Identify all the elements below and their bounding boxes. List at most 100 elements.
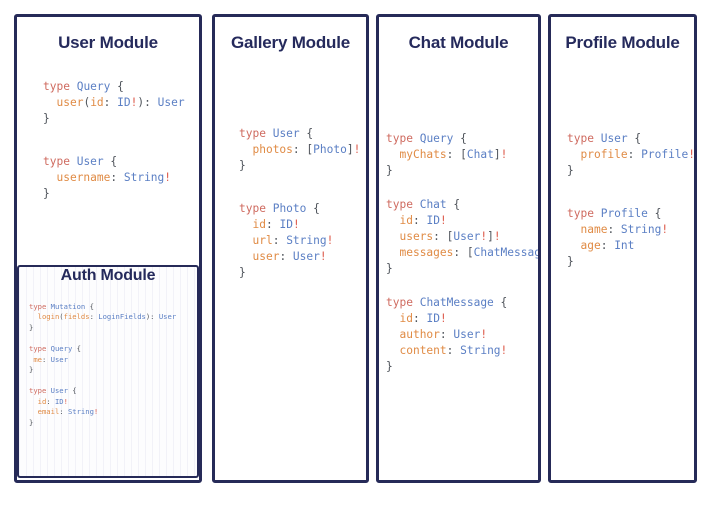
token-bang: !: [164, 170, 172, 184]
code-line: email: String!: [29, 407, 197, 417]
token-type: User: [158, 312, 177, 322]
token-bang: !: [688, 148, 696, 162]
code-line: }: [239, 158, 366, 174]
token-field: url: [252, 234, 273, 248]
code-line: messages: [ChatMessage]!: [386, 245, 538, 261]
token-punc: (: [83, 96, 91, 110]
token-kw: type: [239, 201, 266, 215]
token-punc: :: [279, 250, 293, 264]
token-punc: :: [412, 213, 427, 227]
token-punc: {: [299, 127, 314, 140]
code-line: }: [567, 254, 694, 270]
token-punc: [567, 223, 580, 236]
token-punc: [386, 246, 399, 259]
token-field: content: [399, 344, 447, 358]
code-line: id: ID!: [386, 213, 538, 229]
panel-gallery-module[interactable]: Gallery Module type User { photos: [Phot…: [212, 14, 369, 483]
token-punc: [239, 218, 252, 231]
token-bang: !: [480, 328, 488, 342]
token-type: ID: [426, 311, 440, 325]
token-bang: !: [500, 344, 508, 358]
code-line: }: [29, 418, 197, 428]
code-line: username: String!: [43, 170, 199, 186]
token-type: User: [600, 132, 628, 145]
token-punc: ):: [145, 312, 159, 322]
token-punc: :: [265, 217, 280, 231]
token-punc: [594, 132, 601, 145]
token-punc: {: [647, 206, 662, 220]
token-field: name: [580, 222, 608, 236]
token-field: age: [580, 239, 601, 253]
token-type: Photo: [313, 143, 347, 157]
code-line: }: [43, 186, 199, 202]
graphql-type-block: type Profile { name: String! age: Int}: [567, 206, 694, 271]
panel-title-chat-module: Chat Module: [408, 33, 509, 52]
graphql-type-block: type Chat { id: ID! users: [User!]! mess…: [386, 197, 538, 278]
code-line: id: ID!: [239, 217, 366, 233]
token-punc: :: [89, 312, 99, 322]
token-bang: !: [439, 311, 447, 325]
token-type: User: [157, 96, 185, 110]
token-punc: }: [43, 112, 50, 126]
token-punc: [29, 397, 38, 406]
token-field: id: [252, 217, 266, 231]
graphql-type-block: type Query { myChats: [Chat]!}: [386, 131, 538, 180]
token-punc: [413, 198, 420, 211]
token-punc: }: [386, 360, 393, 374]
token-field: messages: [399, 246, 454, 260]
token-punc: }: [567, 255, 574, 269]
token-kw: type: [29, 302, 47, 311]
token-kw: type: [43, 154, 70, 168]
token-type: User: [453, 230, 481, 244]
token-punc: :: [600, 239, 615, 253]
token-punc: [43, 96, 56, 109]
token-bang: !: [130, 96, 138, 110]
graphql-type-block: type Photo { id: ID! url: String! user: …: [239, 201, 366, 282]
token-bang: !: [480, 230, 488, 244]
token-punc: [386, 312, 399, 325]
token-punc: [43, 171, 56, 184]
token-field: login: [37, 312, 60, 322]
token-punc: {: [72, 344, 81, 354]
panel-title-profile-module: Profile Module: [565, 33, 680, 52]
token-field: username: [56, 170, 111, 184]
token-punc: :: [46, 396, 55, 406]
token-bang: !: [93, 407, 99, 417]
code-line: }: [239, 265, 366, 281]
token-punc: [386, 214, 399, 227]
graphql-type-block: type User { id: ID! email: String!}: [29, 386, 197, 428]
code-profile-module: type User { profile: Profile!}type Profi…: [567, 131, 694, 270]
code-line: type User {: [567, 131, 694, 147]
token-punc: [413, 296, 420, 309]
code-line: type ChatMessage {: [386, 295, 538, 311]
code-chat-module: type Query { myChats: [Chat]!} type Chat …: [386, 131, 538, 376]
code-line: age: Int: [567, 238, 694, 254]
token-type: ID: [54, 396, 64, 406]
token-punc: : [: [446, 148, 467, 162]
token-punc: }: [43, 187, 50, 201]
code-line: type User {: [29, 386, 197, 396]
panel-profile-module[interactable]: Profile Module type User { profile: Prof…: [548, 14, 697, 483]
code-line: users: [User!]!: [386, 229, 538, 245]
token-kw: type: [43, 80, 70, 93]
code-line: type Query {: [43, 79, 199, 95]
code-line: user(id: ID!): User: [43, 95, 199, 111]
code-line: }: [43, 111, 199, 127]
token-punc: :: [103, 96, 118, 110]
panel-chat-module[interactable]: Chat Module type Query { myChats: [Chat]…: [376, 14, 541, 483]
panel-user-module[interactable]: User Module type Query { user(id: ID!): …: [14, 14, 202, 483]
graphql-type-block: type Mutation { login(fields: LoginField…: [29, 302, 197, 333]
token-punc: [266, 202, 273, 215]
token-type: Query: [76, 80, 111, 93]
panel-auth-module[interactable]: Auth Module type Mutation { login(fields…: [17, 265, 199, 478]
token-type: ID: [279, 217, 293, 231]
code-line: }: [29, 323, 197, 333]
code-line: type Mutation {: [29, 302, 197, 312]
token-punc: [594, 207, 601, 220]
panel-title-auth-module: Auth Module: [60, 267, 156, 284]
code-line: type User {: [239, 126, 366, 142]
code-line: type Query {: [29, 344, 197, 354]
token-punc: [567, 239, 580, 252]
token-punc: [386, 230, 399, 243]
graphql-type-block: type ChatMessage { id: ID! author: User!…: [386, 295, 538, 376]
